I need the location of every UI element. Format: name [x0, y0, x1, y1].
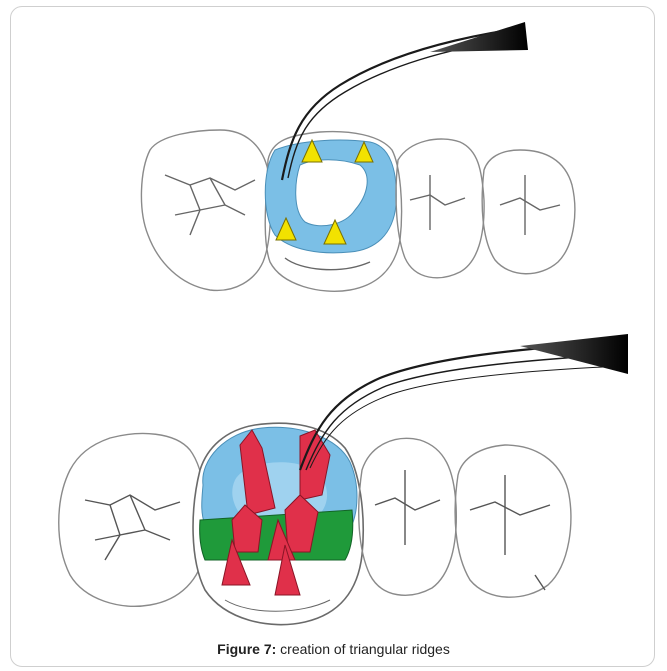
figure-caption: Figure 7: creation of triangular ridges: [0, 641, 667, 657]
top-panel: [141, 22, 574, 291]
figure-label: Figure 7:: [217, 641, 276, 657]
top-right-teeth: [396, 139, 575, 278]
bottom-middle-tooth: [193, 423, 363, 624]
top-left-tooth: [141, 130, 270, 290]
bottom-panel: [59, 334, 628, 625]
bottom-left-tooth: [59, 434, 207, 607]
bottom-right-teeth: [359, 438, 571, 597]
figure-caption-text: creation of triangular ridges: [280, 641, 450, 657]
bottom-instrument: [300, 334, 628, 470]
